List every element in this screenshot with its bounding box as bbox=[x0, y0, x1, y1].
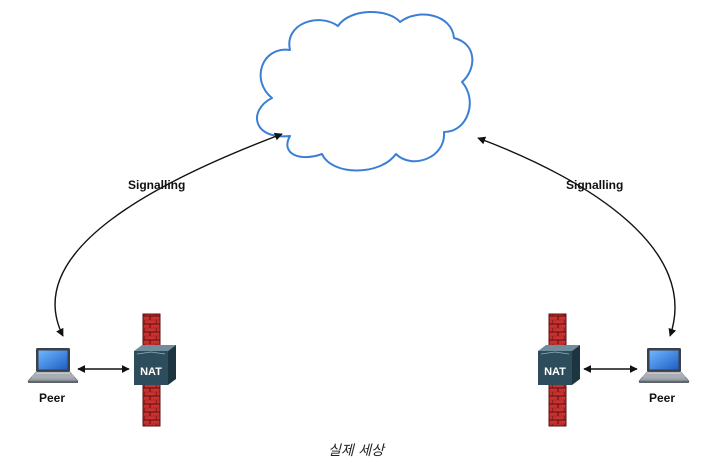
nat-router-icon-left: NAT bbox=[133, 344, 177, 386]
signalling-arrow-left bbox=[54, 132, 283, 337]
peer-label-left: Peer bbox=[39, 391, 65, 405]
signalling-label-left: Signalling bbox=[128, 178, 185, 192]
laptop-icon-right bbox=[638, 347, 690, 384]
peer-label-right: Peer bbox=[649, 391, 675, 405]
nat-label-left: NAT bbox=[140, 366, 162, 378]
nat-label-right: NAT bbox=[544, 366, 566, 378]
diagram-caption: 실제 세상 bbox=[328, 443, 386, 459]
cloud-icon bbox=[256, 10, 474, 172]
nat-router-icon-right: NAT bbox=[537, 344, 581, 386]
laptop-icon-left bbox=[27, 347, 79, 384]
signalling-arrow-right bbox=[477, 136, 677, 337]
signalling-label-right: Signalling bbox=[566, 178, 623, 192]
